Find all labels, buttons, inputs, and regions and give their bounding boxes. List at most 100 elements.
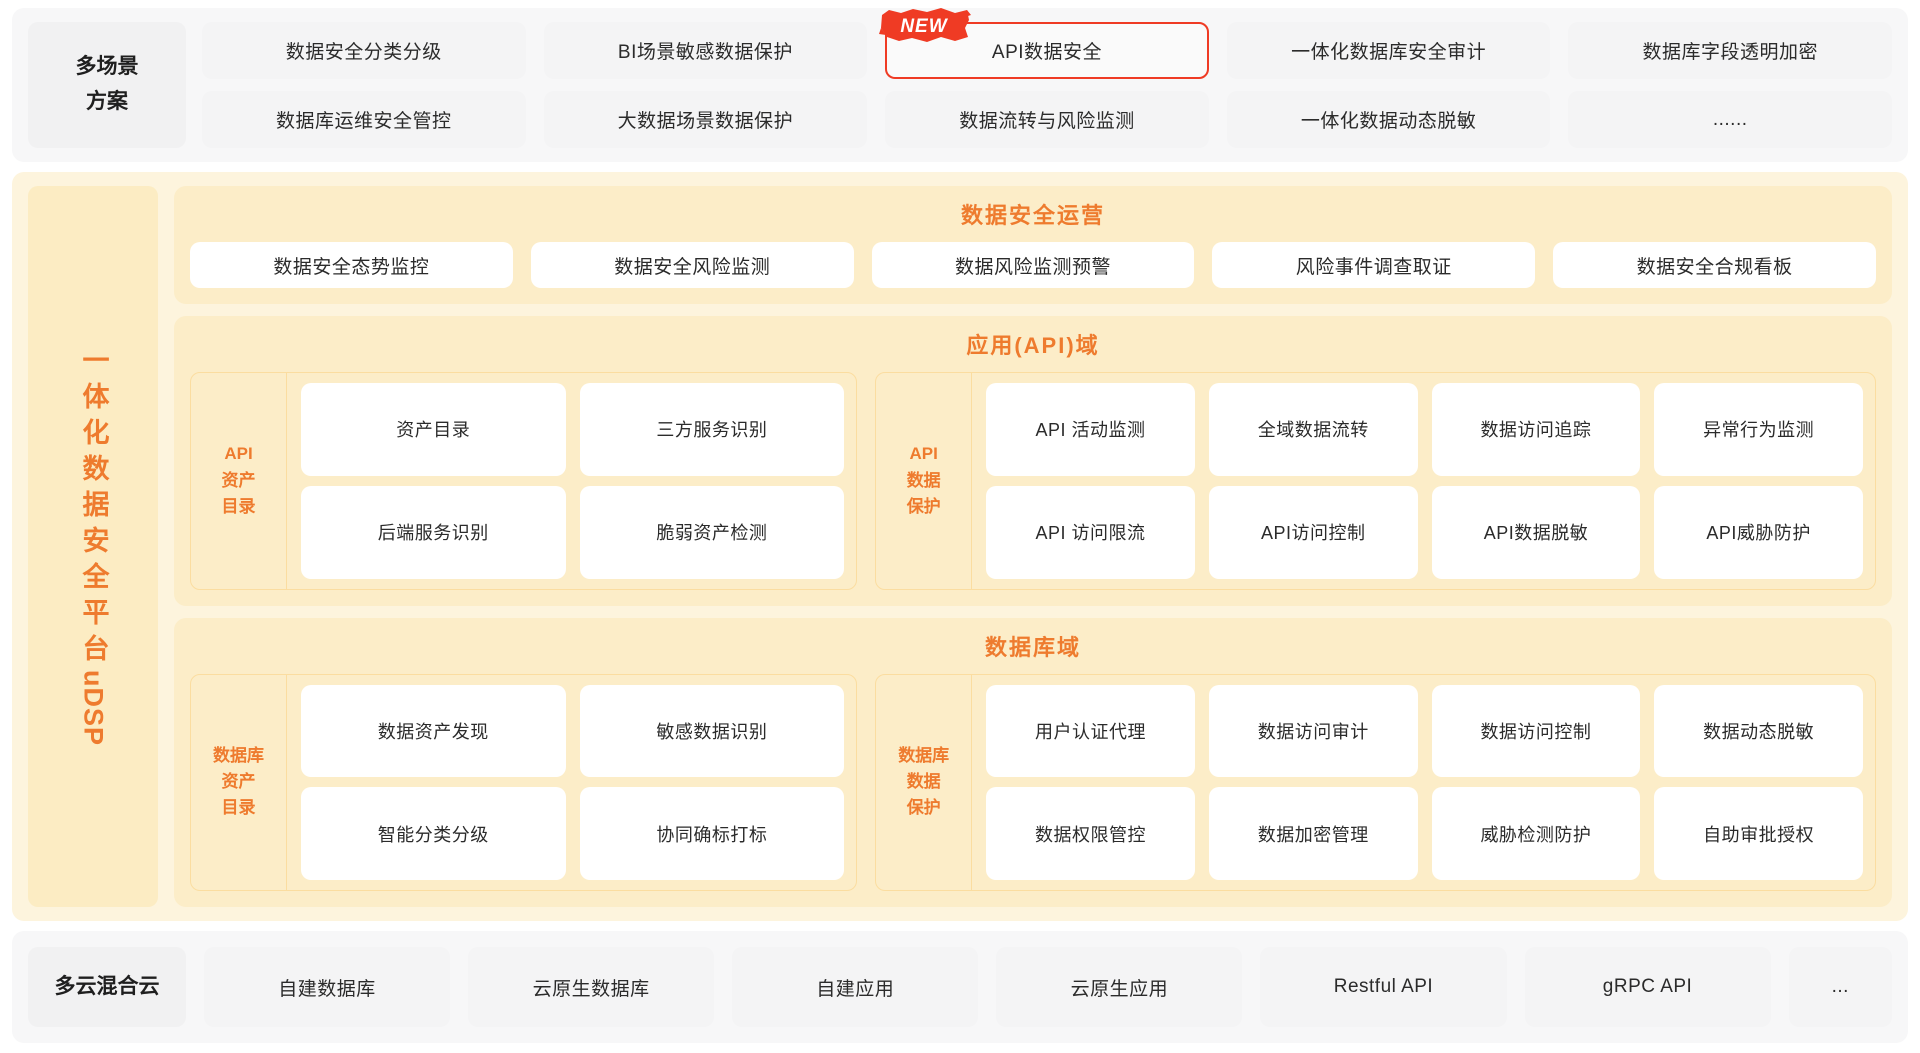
multi-cloud-grid: 自建数据库 云原生数据库 自建应用 云原生应用 Restful API gRPC… bbox=[204, 947, 1892, 1027]
platform-main: 数据安全运营 数据安全态势监控 数据安全风险监测 数据风险监测预警 风险事件调查… bbox=[174, 186, 1892, 907]
api-protect-card-global-data-flow[interactable]: 全域数据流转 bbox=[1208, 383, 1418, 476]
scenario-card-bi-sensitive-protection[interactable]: BI场景敏感数据保护 bbox=[543, 22, 868, 79]
db-protect-card-dynamic-masking[interactable]: 数据动态脱敏 bbox=[1654, 684, 1863, 778]
scenario-cell: ...... bbox=[1568, 91, 1892, 148]
db-protect-card-self-service-approval[interactable]: 自助审批授权 bbox=[1654, 787, 1863, 880]
scenario-card-label: 数据库运维安全管控 bbox=[276, 111, 452, 132]
scenario-card-api-data-security[interactable]: API数据安全 bbox=[885, 22, 1209, 79]
cloud-card-self-built-application[interactable]: 自建应用 bbox=[732, 947, 979, 1027]
scenario-card-dynamic-masking[interactable]: 一体化数据动态脱敏 bbox=[1226, 91, 1551, 148]
cloud-card-label: 自建数据库 bbox=[278, 978, 376, 1000]
ops-card-compliance-dashboard[interactable]: 数据安全合规看板 bbox=[1553, 242, 1876, 288]
cloud-card-restful-api[interactable]: Restful API bbox=[1260, 947, 1507, 1027]
card-label: 数据动态脱敏 bbox=[1703, 721, 1815, 742]
db-protect-card-threat-detection[interactable]: 威胁检测防护 bbox=[1431, 787, 1641, 880]
group-label-line: 保护 bbox=[906, 798, 941, 818]
db-protect-card-access-audit[interactable]: 数据访问审计 bbox=[1208, 684, 1418, 778]
ops-card-risk-monitoring[interactable]: 数据安全风险监测 bbox=[530, 242, 854, 288]
ops-card-posture-monitoring[interactable]: 数据安全态势监控 bbox=[190, 242, 513, 288]
group-api-asset-catalog: API 资产 目录 资产目录 三方服务识别 后 bbox=[190, 372, 858, 590]
ops-card-label: 数据风险监测预警 bbox=[954, 256, 1111, 278]
scenario-cell: 数据库字段透明加密 bbox=[1568, 22, 1892, 79]
ops-card-incident-forensics[interactable]: 风险事件调查取证 bbox=[1212, 242, 1536, 288]
db-asset-card-data-asset-discovery[interactable]: 数据资产发现 bbox=[301, 684, 566, 778]
zone-title-operations: 数据安全运营 bbox=[960, 203, 1105, 228]
db-protect-card-access-control[interactable]: 数据访问控制 bbox=[1431, 684, 1641, 778]
card-label: 数据权限管控 bbox=[1035, 824, 1147, 845]
scenario-card-db-audit[interactable]: 一体化数据库安全审计 bbox=[1226, 22, 1551, 79]
card-label: API威胁防护 bbox=[1706, 523, 1811, 544]
card-label: API访问控制 bbox=[1260, 523, 1366, 544]
card-label: 数据资产发现 bbox=[377, 721, 489, 742]
scenario-card-data-flow-risk[interactable]: 数据流转与风险监测 bbox=[885, 91, 1209, 148]
platform-name-latin: uDSP bbox=[78, 670, 109, 747]
cloud-card-grpc-api[interactable]: gRPC API bbox=[1524, 947, 1771, 1027]
api-protect-card-access-control[interactable]: API访问控制 bbox=[1208, 485, 1418, 579]
scenario-cell: 一体化数据库安全审计 bbox=[1226, 22, 1551, 79]
db-asset-card-smart-classification[interactable]: 智能分类分级 bbox=[301, 787, 566, 880]
group-db-asset-catalog: 数据库 资产 目录 数据资产发现 敏感数据识别 bbox=[190, 673, 858, 891]
scenario-cell: BI场景敏感数据保护 bbox=[543, 22, 868, 79]
api-protect-card-access-tracing[interactable]: 数据访问追踪 bbox=[1431, 383, 1641, 476]
cloud-card-label: Restful API bbox=[1333, 976, 1434, 997]
scenario-cell: 数据流转与风险监测 bbox=[885, 91, 1209, 148]
cloud-card-self-built-database[interactable]: 自建数据库 bbox=[204, 947, 451, 1027]
cloud-card-label: 云原生数据库 bbox=[532, 978, 650, 1000]
card-label: 数据加密管理 bbox=[1257, 824, 1369, 845]
udsp-platform-band: 一体化数据安全平台uDSP 数据安全运营 数据安全态势监控 数据安全风险监测 数… bbox=[12, 172, 1908, 921]
db-asset-card-collaborative-labeling[interactable]: 协同确标打标 bbox=[579, 787, 845, 880]
group-label-line: 保护 bbox=[906, 496, 941, 516]
db-protect-card-encryption-management[interactable]: 数据加密管理 bbox=[1208, 787, 1418, 880]
ops-card-label: 数据安全态势监控 bbox=[273, 256, 430, 278]
multi-scenario-band: 多场景 方案 数据安全分类分级 BI场景敏感数据保护 bbox=[12, 8, 1908, 162]
scenario-cell: 数据安全分类分级 bbox=[202, 22, 526, 79]
scenario-card-field-encryption[interactable]: 数据库字段透明加密 bbox=[1568, 22, 1892, 79]
card-label: API数据脱敏 bbox=[1483, 523, 1589, 544]
scenario-card-db-ops-control[interactable]: 数据库运维安全管控 bbox=[202, 91, 526, 148]
api-asset-card-asset-catalog[interactable]: 资产目录 bbox=[301, 383, 566, 476]
zone-api-domain: 应用(API)域 API 资产 目录 资产目录 bbox=[174, 316, 1892, 606]
cloud-card-label: ... bbox=[1831, 976, 1849, 997]
db-asset-card-sensitive-data-identification[interactable]: 敏感数据识别 bbox=[579, 684, 845, 778]
api-asset-card-third-party-service[interactable]: 三方服务识别 bbox=[579, 383, 845, 476]
band-label-line-2: 方案 bbox=[86, 90, 128, 113]
api-protect-card-activity-monitoring[interactable]: API 活动监测 bbox=[986, 383, 1195, 476]
group-grid-db-data-protection: 用户认证代理 数据访问审计 数据访问控制 数据动态脱敏 bbox=[972, 684, 1863, 880]
group-label-line: 数据库 bbox=[898, 745, 950, 765]
db-protect-card-user-auth-proxy[interactable]: 用户认证代理 bbox=[986, 684, 1195, 778]
card-label: 三方服务识别 bbox=[656, 420, 768, 441]
card-label: 异常行为监测 bbox=[1703, 420, 1815, 441]
multi-scenario-band-label: 多场景 方案 bbox=[28, 22, 186, 148]
api-protect-card-rate-limiting[interactable]: API 访问限流 bbox=[986, 485, 1195, 579]
cloud-card-label: 云原生应用 bbox=[1070, 978, 1169, 1000]
scenario-card-label: 数据库字段透明加密 bbox=[1642, 42, 1818, 63]
scenario-card-data-classification[interactable]: 数据安全分类分级 bbox=[202, 22, 526, 79]
ops-card-label: 风险事件调查取证 bbox=[1295, 256, 1452, 278]
cloud-card-cloud-native-database[interactable]: 云原生数据库 bbox=[468, 947, 715, 1027]
cloud-card-more[interactable]: ... bbox=[1788, 947, 1892, 1027]
scenario-cell: 大数据场景数据保护 bbox=[543, 91, 868, 148]
scenario-card-more[interactable]: ...... bbox=[1568, 91, 1892, 148]
card-label: 全域数据流转 bbox=[1257, 420, 1369, 441]
ops-card-risk-alerting[interactable]: 数据风险监测预警 bbox=[871, 242, 1195, 288]
api-protect-card-data-masking[interactable]: API数据脱敏 bbox=[1431, 485, 1641, 579]
group-label-line: 数据库 bbox=[213, 745, 264, 765]
multi-cloud-band: 多云混合云 自建数据库 云原生数据库 自建应用 云原生应用 Restful AP… bbox=[12, 931, 1908, 1043]
api-protect-card-anomaly-detection[interactable]: 异常行为监测 bbox=[1654, 383, 1863, 476]
group-grid-db-asset-catalog: 数据资产发现 敏感数据识别 智能分类分级 协同确标打标 bbox=[287, 684, 845, 880]
scenario-card-bigdata-protection[interactable]: 大数据场景数据保护 bbox=[543, 91, 868, 148]
group-api-data-protection: API 数据 保护 API 活动监测 全域数据流转 bbox=[875, 372, 1876, 590]
operations-card-row: 数据安全态势监控 数据安全风险监测 数据风险监测预警 风险事件调查取证 数据安全… bbox=[190, 242, 1876, 288]
api-asset-card-backend-service[interactable]: 后端服务识别 bbox=[301, 485, 566, 579]
api-protect-card-threat-protection[interactable]: API威胁防护 bbox=[1654, 485, 1863, 579]
scenario-card-label: 数据流转与风险监测 bbox=[959, 111, 1135, 132]
db-protect-card-permission-control[interactable]: 数据权限管控 bbox=[986, 787, 1195, 880]
zone-data-security-operations: 数据安全运营 数据安全态势监控 数据安全风险监测 数据风险监测预警 风险事件调查… bbox=[174, 186, 1892, 304]
api-asset-card-vulnerable-asset[interactable]: 脆弱资产检测 bbox=[579, 485, 845, 579]
cloud-card-cloud-native-application[interactable]: 云原生应用 bbox=[996, 947, 1243, 1027]
scenario-card-label: 大数据场景数据保护 bbox=[617, 111, 794, 132]
scenario-card-label: 一体化数据动态脱敏 bbox=[1300, 111, 1477, 132]
group-label-line: API bbox=[909, 444, 938, 464]
card-label: API 活动监测 bbox=[1035, 420, 1146, 441]
